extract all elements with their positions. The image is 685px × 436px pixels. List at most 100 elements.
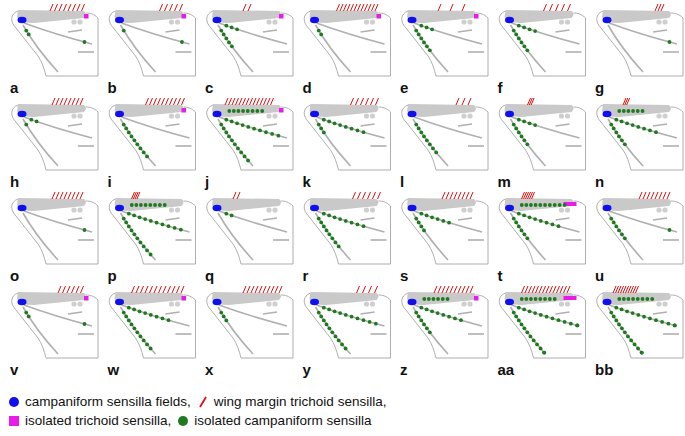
wing-panel bbox=[402, 286, 488, 358]
trichoid-slash bbox=[462, 98, 465, 105]
campaniform-dot bbox=[514, 221, 518, 225]
campaniform-dot bbox=[149, 313, 153, 317]
vein-fragment bbox=[458, 124, 472, 126]
wing-vein bbox=[316, 213, 351, 260]
campaniform-dot bbox=[525, 236, 529, 240]
trichoid-slash bbox=[651, 192, 654, 199]
trichoid-slash bbox=[543, 286, 546, 293]
trichoid-slash bbox=[347, 4, 350, 11]
vein-fragment bbox=[371, 333, 387, 335]
wing-vein bbox=[316, 119, 351, 166]
grey-sensillum bbox=[565, 301, 570, 306]
trichoid-slash bbox=[522, 286, 525, 293]
wing-vein bbox=[608, 25, 643, 72]
campaniform-dot bbox=[149, 253, 153, 257]
campaniform-dot bbox=[322, 212, 326, 216]
campaniform-dot bbox=[138, 309, 142, 313]
campaniform-field bbox=[408, 299, 417, 306]
campaniform-dot bbox=[617, 109, 621, 113]
wing-vein bbox=[512, 211, 580, 232]
campaniform-dot bbox=[614, 131, 618, 135]
wing-vein bbox=[414, 23, 482, 44]
trichoid-slash bbox=[271, 98, 274, 105]
trichoid-slash bbox=[72, 192, 75, 199]
campaniform-dot bbox=[623, 236, 627, 240]
wing-vein bbox=[317, 117, 385, 138]
wing-vein bbox=[122, 211, 190, 232]
panel-letter: h bbox=[10, 174, 19, 190]
wing-outline bbox=[207, 105, 293, 170]
trichoid-slash bbox=[550, 286, 553, 293]
trichoid-slash bbox=[250, 98, 253, 105]
campaniform-dot bbox=[441, 297, 445, 301]
trichoid-slash bbox=[462, 4, 465, 11]
wing-outline bbox=[499, 199, 585, 264]
grey-sensillum bbox=[175, 113, 180, 118]
campaniform-dot bbox=[219, 29, 223, 33]
trichoid-slash bbox=[58, 286, 61, 293]
grey-sensillum bbox=[77, 301, 82, 306]
wing-vein bbox=[317, 211, 385, 232]
trichoid-slash bbox=[529, 286, 532, 293]
trichoid-slash bbox=[267, 98, 270, 105]
campaniform-dot bbox=[337, 339, 341, 343]
panel-letter: v bbox=[10, 362, 18, 378]
wing-vein bbox=[219, 23, 287, 44]
campaniform-dot bbox=[161, 223, 165, 227]
campaniform-dot bbox=[138, 215, 142, 219]
grey-sensillum bbox=[364, 301, 369, 306]
trichoid-slash bbox=[166, 98, 169, 105]
campaniform-dot bbox=[83, 322, 87, 326]
grey-sensillum bbox=[461, 19, 466, 24]
wing-vein bbox=[317, 305, 385, 326]
grey-sensillum bbox=[461, 113, 466, 118]
campaniform-field bbox=[115, 17, 124, 24]
wing-vein bbox=[219, 305, 287, 326]
campaniform-dot bbox=[134, 203, 138, 207]
campaniform-dot bbox=[447, 315, 451, 319]
campaniform-dot bbox=[427, 297, 431, 301]
campaniform-field bbox=[18, 17, 27, 24]
trichoid-slash bbox=[77, 4, 80, 11]
trichoid-slash bbox=[243, 286, 246, 293]
campaniform-dot bbox=[414, 217, 418, 221]
campaniform-dot bbox=[340, 343, 344, 347]
campaniform-dot bbox=[344, 219, 348, 223]
campaniform-dot bbox=[620, 232, 624, 236]
grey-sensillum bbox=[169, 301, 174, 306]
campaniform-dot bbox=[538, 297, 542, 301]
campaniform-dot bbox=[517, 24, 521, 28]
wing-outline bbox=[402, 105, 488, 170]
vein-fragment bbox=[78, 145, 94, 147]
trichoid-slash bbox=[275, 286, 278, 293]
campaniform-field bbox=[310, 111, 319, 118]
campaniform-dot bbox=[575, 323, 579, 327]
vein-fragment bbox=[556, 30, 570, 32]
wing-outline bbox=[109, 11, 195, 76]
vein-fragment bbox=[68, 218, 82, 220]
campaniform-dot bbox=[132, 138, 136, 142]
campaniform-dot bbox=[362, 130, 366, 134]
campaniform-dot bbox=[558, 203, 562, 207]
trichoid-slash bbox=[67, 286, 70, 293]
campaniform-dot bbox=[614, 225, 618, 229]
campaniform-dot bbox=[130, 203, 134, 207]
trichoid-slash bbox=[368, 192, 371, 199]
campaniform-dot bbox=[143, 311, 147, 315]
campaniform-dot bbox=[512, 29, 516, 33]
grey-sensillum bbox=[169, 207, 174, 212]
campaniform-dot bbox=[139, 203, 143, 207]
wing-panel bbox=[12, 192, 98, 264]
campaniform-dot bbox=[325, 228, 329, 232]
wing-vein bbox=[413, 119, 448, 166]
grey-sensillum bbox=[71, 113, 76, 118]
trichoid-slash bbox=[271, 286, 274, 293]
wing-vein bbox=[219, 211, 287, 232]
campaniform-dot bbox=[270, 132, 274, 136]
grey-sensillum bbox=[169, 19, 174, 24]
campaniform-dot bbox=[325, 322, 329, 326]
trichoid-square bbox=[84, 296, 89, 301]
vein-fragment bbox=[468, 145, 484, 147]
trichoid-slash bbox=[72, 286, 75, 293]
campaniform-dot bbox=[422, 40, 426, 44]
